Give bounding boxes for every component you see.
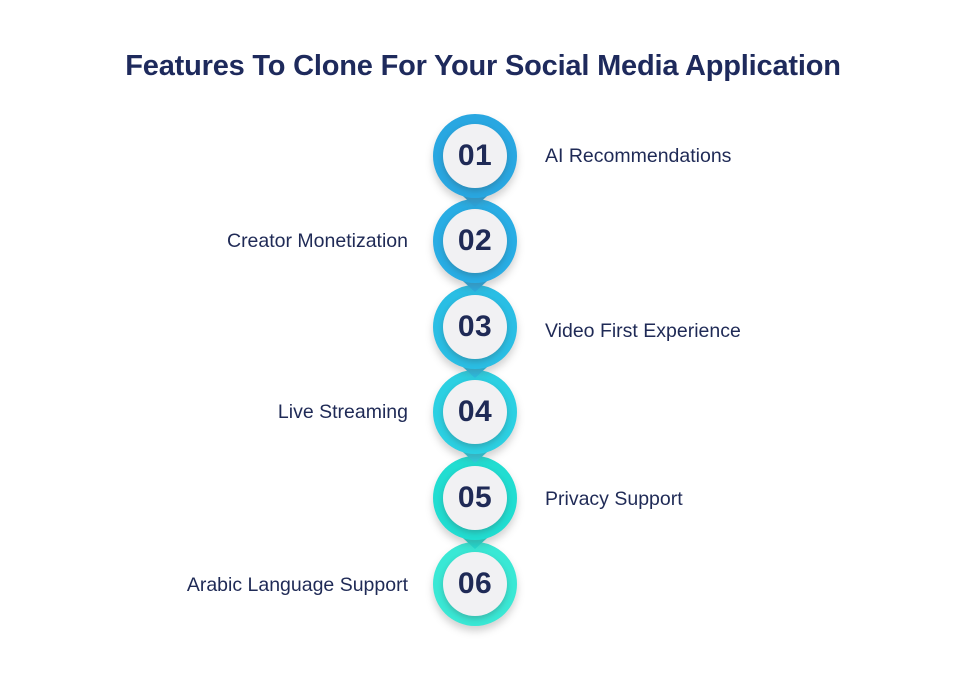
page-title: Features To Clone For Your Social Media … [125, 50, 841, 82]
pin-inner-circle: 04 [443, 380, 507, 444]
feature-pin-03: 03 [433, 285, 517, 378]
feature-pin-02: 02 [433, 199, 517, 292]
pin-inner-circle: 03 [443, 295, 507, 359]
feature-pin-05: 05 [433, 456, 517, 549]
feature-label-video-first-experience: Video First Experience [545, 320, 741, 342]
feature-pin-04: 04 [433, 370, 517, 463]
pin-inner-circle: 05 [443, 466, 507, 530]
pin-inner-circle: 06 [443, 552, 507, 616]
feature-number: 03 [457, 310, 493, 343]
feature-number: 01 [457, 139, 493, 172]
pin-inner-circle: 01 [443, 124, 507, 188]
feature-pin-06: 06 [433, 542, 517, 626]
feature-label-creator-monetization: Creator Monetization [226, 230, 408, 252]
feature-number: 06 [457, 567, 493, 600]
pin-inner-circle: 02 [443, 209, 507, 273]
feature-pin-01: 01 [433, 114, 517, 207]
feature-label-live-streaming: Live Streaming [277, 401, 408, 423]
feature-number: 02 [457, 224, 493, 257]
feature-label-ai-recommendations: AI Recommendations [545, 145, 732, 167]
feature-number: 04 [457, 395, 493, 428]
feature-label-privacy-support: Privacy Support [545, 488, 683, 510]
feature-label-arabic-language-support: Arabic Language Support [186, 574, 408, 596]
feature-number: 05 [457, 481, 493, 514]
